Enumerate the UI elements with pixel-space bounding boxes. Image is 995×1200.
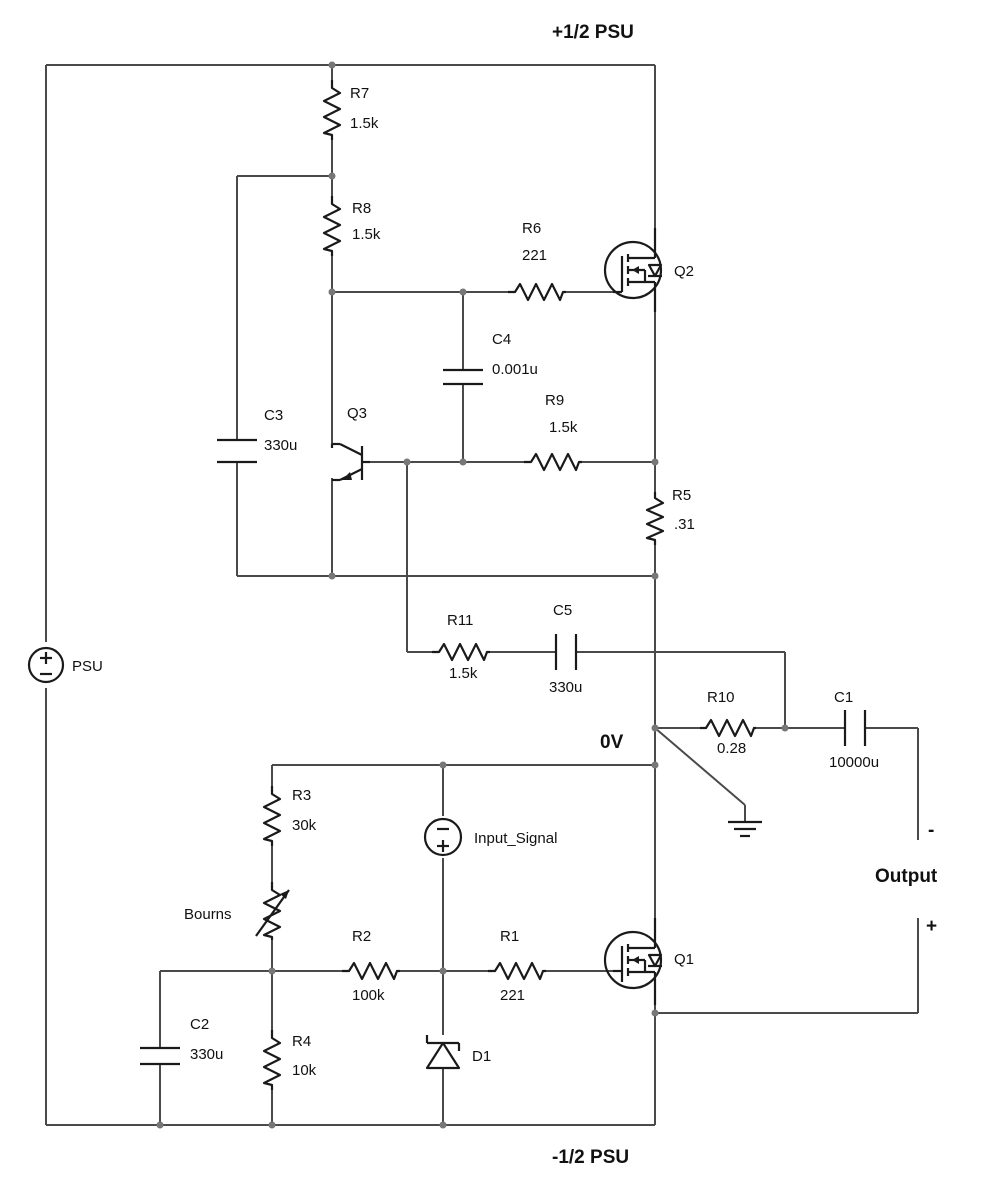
d1-name: D1 xyxy=(472,1048,491,1065)
r6-value: 221 xyxy=(522,247,547,264)
r3-value: 30k xyxy=(292,817,317,834)
resistor-r10 xyxy=(700,718,756,738)
bourns-arrow xyxy=(255,889,290,937)
r11-value: 1.5k xyxy=(449,665,478,682)
r2-value: 100k xyxy=(352,987,385,1004)
resistor-r8 xyxy=(322,196,342,256)
bourns-name: Bourns xyxy=(184,906,232,923)
c3-value: 330u xyxy=(264,437,297,454)
c4-value: 0.001u xyxy=(492,361,538,378)
r8-value: 1.5k xyxy=(352,226,381,243)
wires xyxy=(45,64,919,1126)
ground-symbol xyxy=(728,820,762,838)
psu-source xyxy=(27,646,65,684)
r5-value: .31 xyxy=(674,516,695,533)
q1-name: Q1 xyxy=(674,951,694,968)
resistor-r3 xyxy=(262,786,282,846)
c5-value: 330u xyxy=(549,679,582,696)
c2-name: C2 xyxy=(190,1016,209,1033)
r1-name: R1 xyxy=(500,928,519,945)
c4-name: C4 xyxy=(492,331,511,348)
resistor-r2 xyxy=(342,961,400,981)
c5-name: C5 xyxy=(553,602,572,619)
r2-name: R2 xyxy=(352,928,371,945)
c3-name: C3 xyxy=(264,407,283,424)
resistor-r9 xyxy=(524,452,582,472)
mosfet-q1 xyxy=(603,918,663,1005)
mosfet-q2 xyxy=(603,228,663,312)
output-label: Output xyxy=(875,866,938,887)
rail-top-label: +1/2 PSU xyxy=(552,22,634,43)
input-signal-source xyxy=(423,817,463,857)
resistor-r5 xyxy=(645,492,665,545)
r8-name: R8 xyxy=(352,200,371,217)
c1-name: C1 xyxy=(834,689,853,706)
r7-value: 1.5k xyxy=(350,115,379,132)
c2-value: 330u xyxy=(190,1046,223,1063)
resistor-bourns xyxy=(262,882,282,940)
r10-name: R10 xyxy=(707,689,735,706)
r9-value: 1.5k xyxy=(549,419,578,436)
capacitor-c3 xyxy=(217,438,257,464)
c1-value: 10000u xyxy=(829,754,879,771)
r1-value: 221 xyxy=(500,987,525,1004)
output-minus-label: - xyxy=(928,820,934,841)
zener-diode-d1 xyxy=(425,1035,461,1070)
r11-name: R11 xyxy=(447,612,473,629)
zero-volt-label: 0V xyxy=(600,732,624,753)
rail-bottom-label: -1/2 PSU xyxy=(552,1147,629,1168)
r9-name: R9 xyxy=(545,392,564,409)
output-plus-label: + xyxy=(926,916,937,937)
capacitor-c1 xyxy=(843,710,867,746)
r3-name: R3 xyxy=(292,787,311,804)
r6-name: R6 xyxy=(522,220,541,237)
psu-name: PSU xyxy=(72,658,103,675)
input-signal-name: Input_Signal xyxy=(474,830,557,847)
q3-name: Q3 xyxy=(347,405,367,422)
resistor-r7 xyxy=(322,80,342,140)
r4-value: 10k xyxy=(292,1062,317,1079)
junction-nodes xyxy=(156,61,789,1129)
resistor-r4 xyxy=(262,1030,282,1090)
capacitor-c2 xyxy=(140,1046,180,1066)
bourns-arrowhead xyxy=(280,890,289,899)
bjt-q3 xyxy=(330,442,370,482)
r7-name: R7 xyxy=(350,85,369,102)
r5-name: R5 xyxy=(672,487,691,504)
capacitor-c4 xyxy=(443,368,483,386)
resistor-r11 xyxy=(432,642,490,662)
resistor-r1 xyxy=(488,961,546,981)
q2-name: Q2 xyxy=(674,263,694,280)
r4-name: R4 xyxy=(292,1033,311,1050)
resistor-r6 xyxy=(508,282,566,302)
capacitor-c5 xyxy=(554,634,578,670)
r10-value: 0.28 xyxy=(717,740,746,757)
